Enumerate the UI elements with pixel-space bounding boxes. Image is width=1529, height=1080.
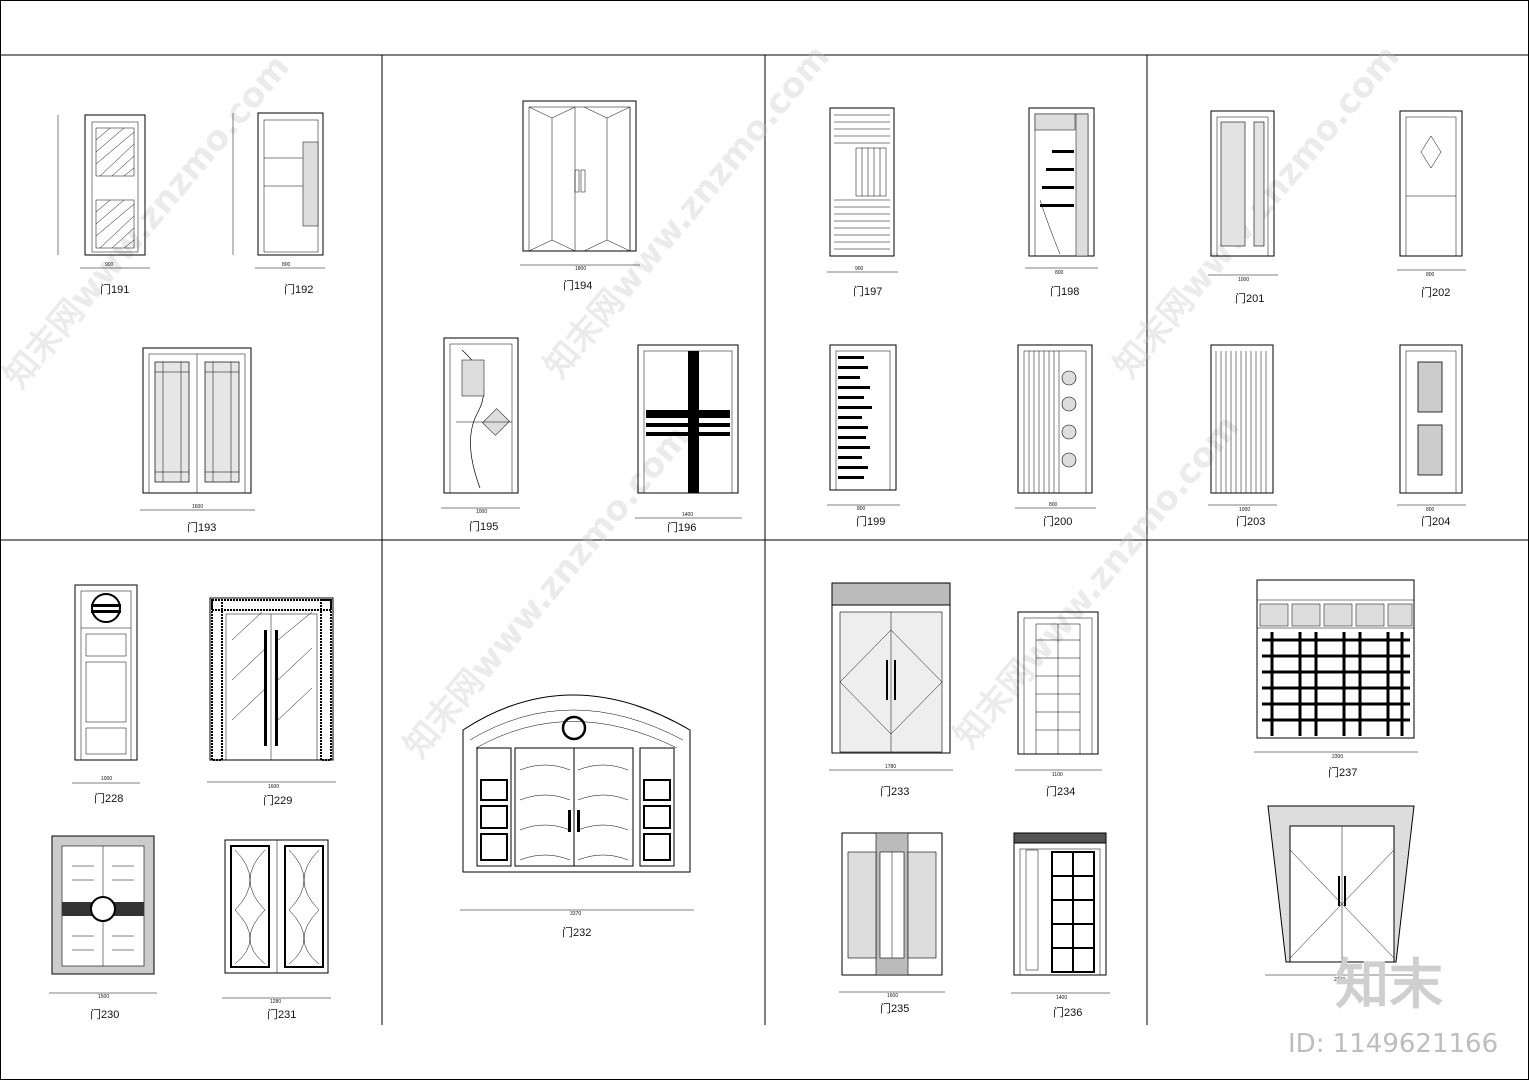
grooves-203 [1215, 351, 1267, 493]
door-193: 1600 门193 [140, 347, 255, 534]
dim-234: 1100 [1052, 772, 1063, 778]
dim-201: 1000 [1238, 277, 1249, 283]
door-235: 1600 门235 [839, 832, 945, 1015]
door-231: 1280 门231 [222, 839, 331, 1021]
door-label-194: 门194 [563, 278, 592, 292]
lites-234 [1036, 624, 1080, 754]
door-label-195: 门195 [469, 519, 498, 533]
dim-231: 1280 [270, 999, 281, 1005]
dim-193: 1600 [192, 504, 203, 510]
door-label-228: 门228 [94, 791, 123, 805]
door-label-202: 门202 [1421, 285, 1450, 299]
door-label-229: 门229 [263, 793, 292, 807]
door-label-201: 门201 [1235, 291, 1264, 305]
door-201: 1000 门201 [1208, 110, 1278, 305]
watermark: 知末网www.znzmo.com [0, 47, 298, 396]
door-237: 2300 门237 [1254, 579, 1418, 779]
watermark: 知末网www.znzmo.com [396, 417, 698, 766]
dim-233: 1780 [885, 764, 896, 770]
door-label-197: 门197 [853, 284, 882, 298]
dim-196: 1400 [682, 512, 693, 518]
door-label-204: 门204 [1421, 514, 1450, 528]
lattice-237 [1259, 603, 1413, 736]
dim-228: 1000 [101, 776, 112, 782]
door-label-192: 门192 [284, 282, 313, 296]
dim-194: 1800 [575, 266, 586, 272]
dim-202: 800 [1426, 272, 1435, 278]
watermark: 知末网www.znzmo.com [536, 37, 838, 386]
dim-198: 800 [1055, 270, 1064, 276]
door-label-191: 门191 [100, 282, 129, 296]
door-label-193: 门193 [187, 520, 216, 534]
door-203: 1000 门203 [1208, 344, 1277, 528]
door-228: 1000 门228 [72, 584, 140, 805]
door-label-196: 门196 [667, 520, 696, 534]
door-199: 800 门199 [827, 344, 900, 528]
door-232: 3370 门232 [460, 694, 694, 939]
dim-204: 800 [1426, 507, 1435, 513]
slats-197 [834, 114, 890, 250]
door-198: 800 门198 [1025, 107, 1098, 298]
door-238: 2100 [1265, 805, 1418, 983]
dim-191: 900 [105, 262, 114, 268]
door-label-203: 门203 [1236, 514, 1265, 528]
door-197: 900 门197 [827, 107, 898, 298]
door-236: 1400 门236 [1011, 832, 1110, 1019]
door-label-236: 门236 [1053, 1005, 1082, 1019]
door-230: 1500 门230 [49, 835, 157, 1021]
image-id: ID: 1149621166 [1288, 1029, 1498, 1059]
door-label-234: 门234 [1046, 784, 1075, 798]
door-194: 1800 门194 [520, 100, 640, 292]
dim-195: 1000 [476, 509, 487, 515]
dim-230: 1500 [98, 994, 109, 1000]
door-label-231: 门231 [267, 1007, 296, 1021]
dim-192: 800 [282, 262, 291, 268]
dim-229: 1600 [268, 784, 279, 790]
door-label-237: 门237 [1328, 765, 1357, 779]
door-label-230: 门230 [90, 1007, 119, 1021]
door-label-200: 门200 [1043, 514, 1072, 528]
dim-203: 1000 [1239, 507, 1250, 513]
watermark: 知末网www.znzmo.com [946, 407, 1248, 756]
grooves-200 [1028, 351, 1060, 493]
door-192: 800 门192 [232, 112, 325, 296]
dim-235: 1600 [887, 993, 898, 999]
door-label-199: 门199 [856, 514, 885, 528]
door-204: 800 门204 [1397, 344, 1466, 528]
door-233: 1780 门233 [829, 582, 953, 798]
brand-logo-text: 知末 [1335, 953, 1443, 1016]
door-label-233: 门233 [880, 784, 909, 798]
door-195: 1000 门195 [441, 337, 520, 533]
door-234: 1100 门234 [1015, 611, 1102, 798]
dim-238: 2100 [1334, 977, 1345, 983]
door-202: 800 门202 [1397, 110, 1466, 299]
door-label-232: 门232 [562, 925, 591, 939]
door-label-235: 门235 [880, 1001, 909, 1015]
dim-199: 800 [857, 506, 866, 512]
door-label-198: 门198 [1050, 284, 1079, 298]
door-229: 1600 门229 [207, 597, 336, 807]
dim-237: 2300 [1332, 754, 1343, 760]
dim-200: 800 [1049, 502, 1058, 508]
door-191: 900 门191 [57, 114, 150, 296]
door-200: 800 门200 [1015, 344, 1096, 528]
grille-199 [838, 356, 872, 479]
dim-236: 1400 [1056, 995, 1067, 1001]
dim-232: 3370 [570, 911, 581, 917]
dim-197: 900 [855, 266, 864, 272]
door-196: 1400 门196 [635, 344, 742, 534]
